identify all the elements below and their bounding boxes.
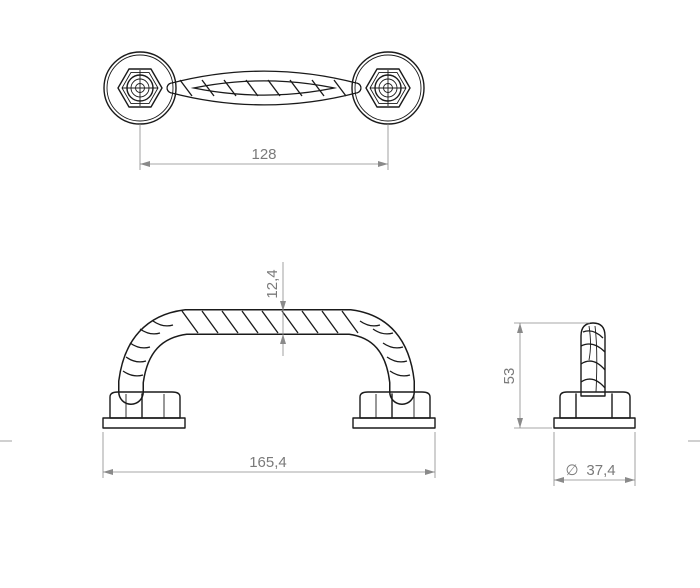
rope-twist <box>359 320 381 327</box>
rope-twist <box>223 79 237 97</box>
rope-twist <box>179 79 193 97</box>
dimension-height: 53 <box>501 322 590 429</box>
dimension-base-diameter-label: 37,4 <box>586 462 615 479</box>
rope-twist <box>289 79 303 97</box>
dimension-rope-diameter: 12,4 <box>264 262 286 356</box>
rope-twist <box>301 310 319 334</box>
rope-twist <box>311 79 325 97</box>
front-view: 12,4 165,4 <box>0 262 700 478</box>
rope-twist <box>152 320 174 327</box>
rope-twist <box>389 370 411 377</box>
rope-twist <box>267 79 281 97</box>
dimension-base-diameter: ∅ 37,4 <box>553 432 636 486</box>
top-view-right-knob <box>351 51 425 125</box>
rope-twist <box>386 356 408 363</box>
rope-twist <box>181 310 199 334</box>
dimension-overall-length: 165,4 <box>102 432 436 478</box>
rope-twist <box>221 310 239 334</box>
side-view: 53 ∅ 37,4 <box>501 322 636 486</box>
top-view-rope-twists <box>179 79 347 97</box>
rope-twist <box>261 310 279 334</box>
rope-twist <box>139 328 161 335</box>
diameter-symbol: ∅ <box>565 462 578 479</box>
rope-twist <box>122 370 144 377</box>
dimension-overall-length-label: 165,4 <box>249 454 287 471</box>
rope-twist <box>333 79 347 97</box>
side-view-nut <box>553 391 636 429</box>
top-view-rope <box>166 70 362 106</box>
front-view-rope-twists <box>122 310 411 377</box>
rope-twist <box>382 342 404 349</box>
dimension-rope-diameter-label: 12,4 <box>264 269 281 298</box>
top-view: 128 <box>103 51 425 170</box>
rope-twist <box>201 310 219 334</box>
rope-twist <box>125 356 147 363</box>
rope-twist <box>241 310 259 334</box>
front-view-rope <box>118 309 415 405</box>
rope-twist <box>372 328 394 335</box>
top-view-left-knob <box>103 51 177 125</box>
dimension-height-label: 53 <box>501 368 518 385</box>
side-view-rope <box>580 322 606 397</box>
rope-twist <box>201 79 215 97</box>
dimension-center-distance-label: 128 <box>251 146 276 163</box>
rope-twist <box>321 310 339 334</box>
rope-twist <box>245 79 259 97</box>
rope-twist <box>129 342 151 349</box>
front-view-left-nut <box>102 391 186 429</box>
front-view-right-nut <box>352 391 436 429</box>
dimension-center-distance: 128 <box>139 124 389 170</box>
rope-twist <box>341 310 359 334</box>
